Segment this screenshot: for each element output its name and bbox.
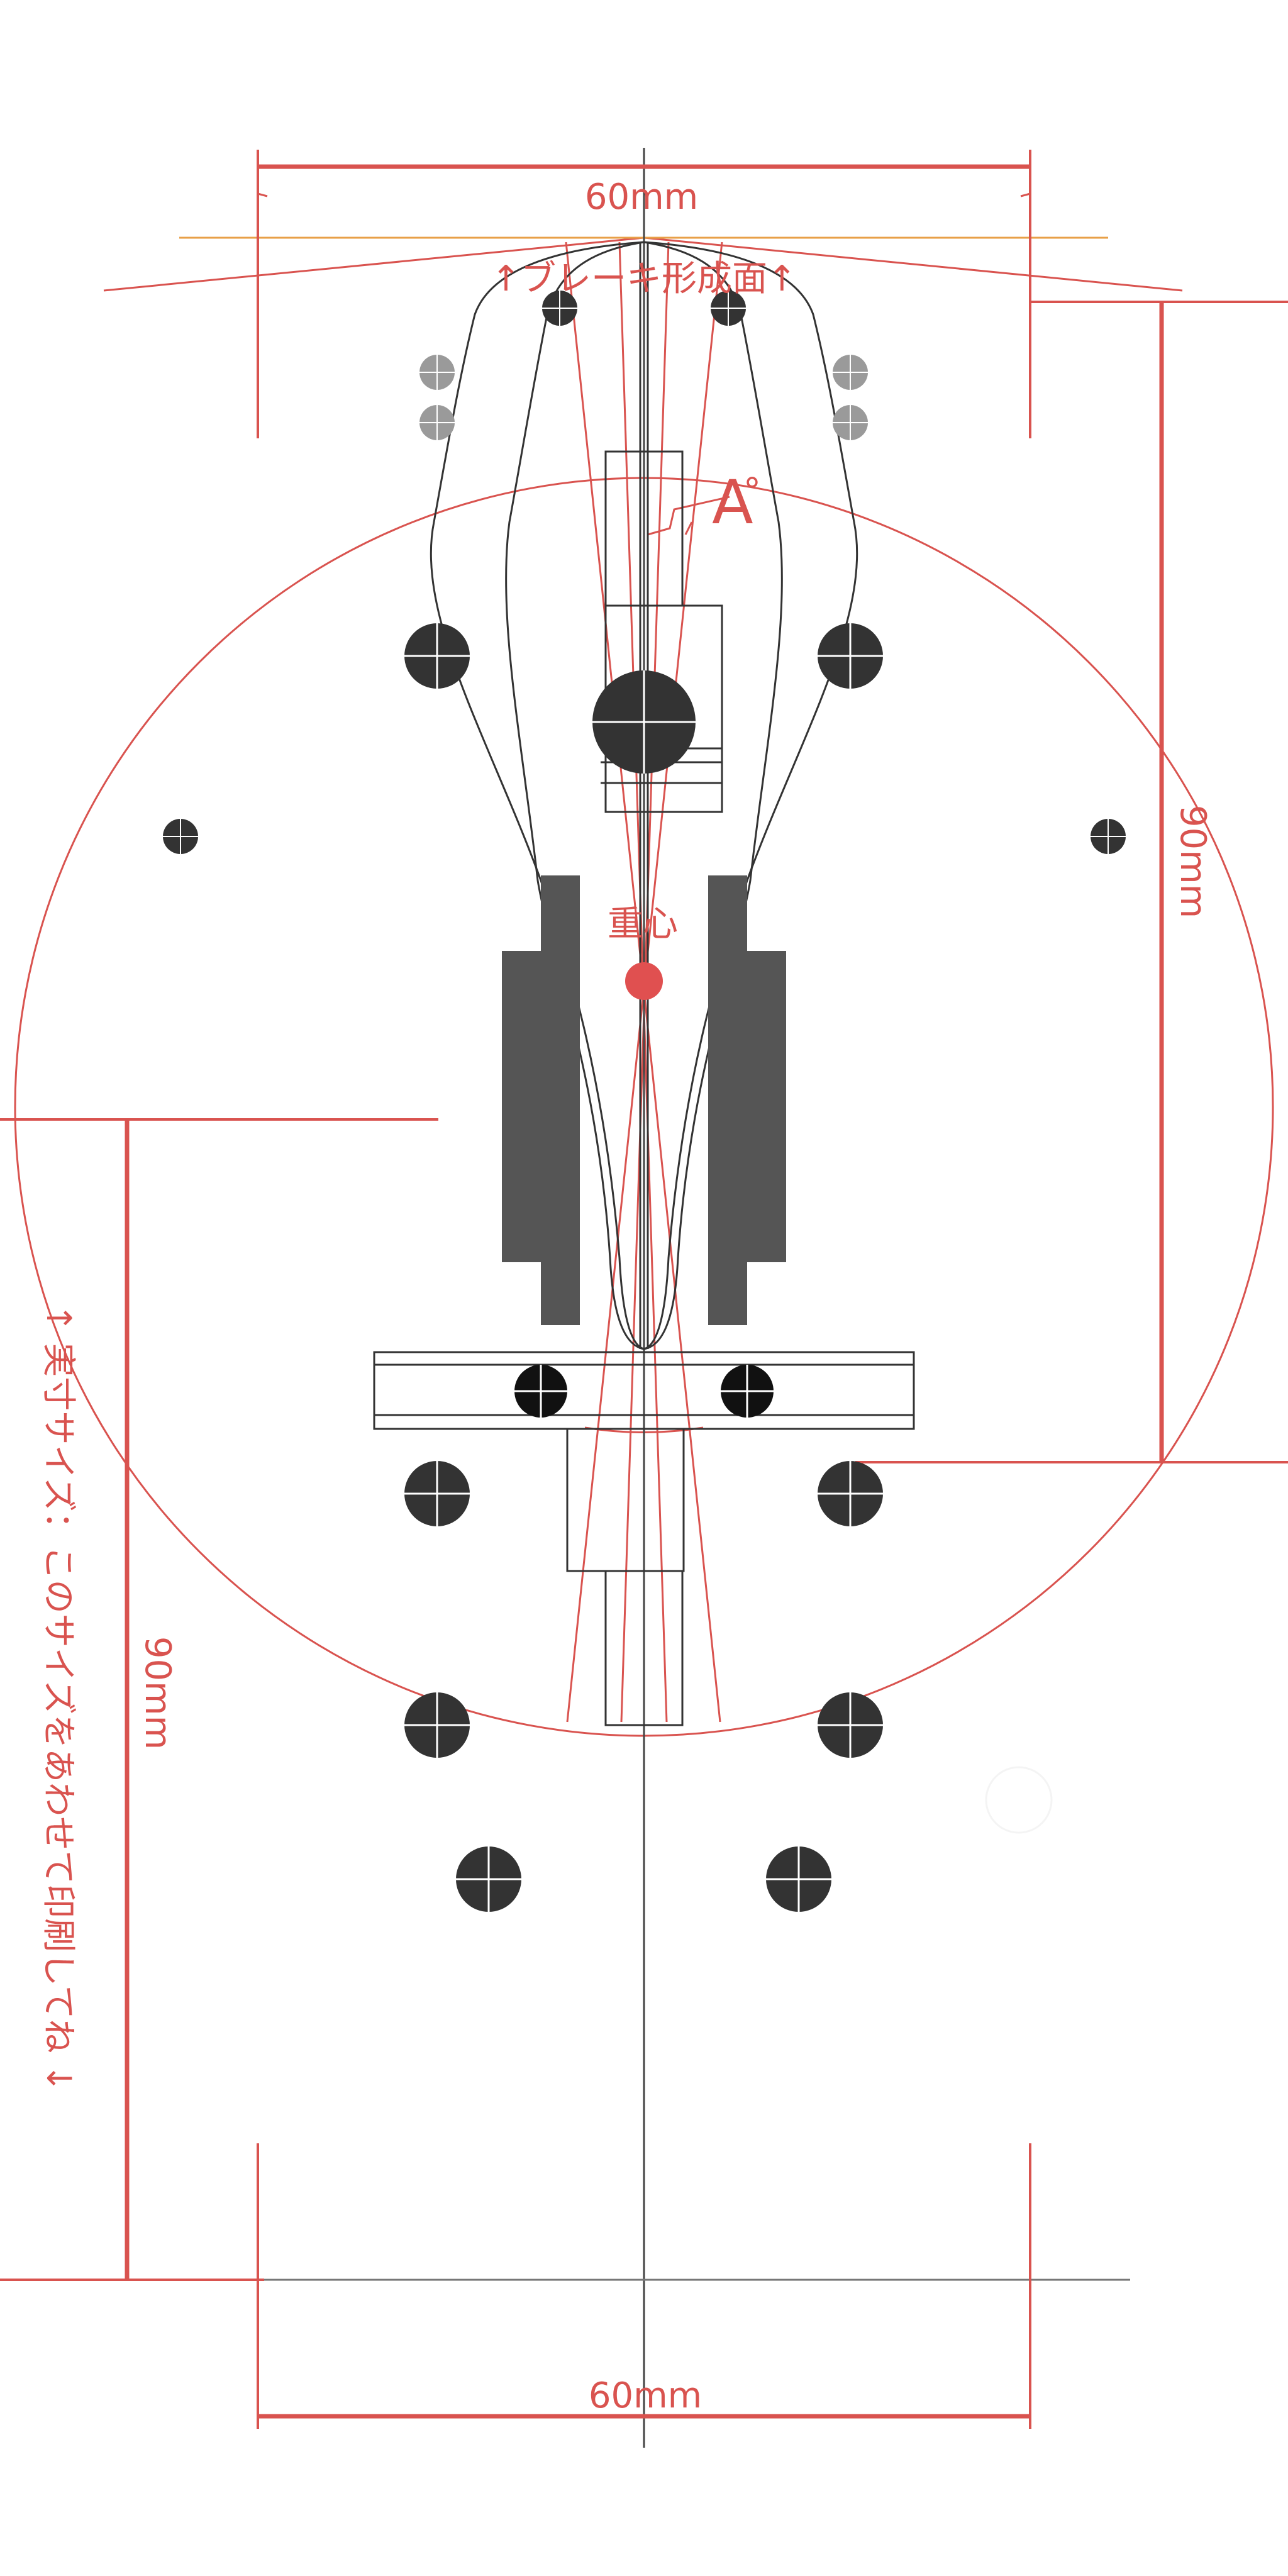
hole-rear-right xyxy=(818,1692,883,1758)
hole-front-left xyxy=(404,623,470,689)
binding-outline xyxy=(373,241,915,1726)
hole-toe-right xyxy=(711,291,746,326)
center-of-gravity-dot xyxy=(625,962,663,1000)
hole-side-left xyxy=(163,819,198,854)
hole-grey-3 xyxy=(833,355,868,390)
hole-toe-left xyxy=(542,291,577,326)
rail-right xyxy=(708,951,786,1262)
brake-surface-label: ↑ブレーキ形成面↑ xyxy=(491,258,797,299)
hole-center-large xyxy=(592,670,696,774)
dimension-top xyxy=(257,150,1031,438)
hole-mid-right xyxy=(818,1461,883,1526)
print-size-note: ↑ 実寸サイズ：このサイズをあわせて印刷してね ↓ xyxy=(39,1304,79,2092)
hole-heel-right xyxy=(721,1365,774,1418)
rail-left xyxy=(502,951,580,1262)
rail-left-upper xyxy=(541,875,580,951)
hole-rear-left xyxy=(404,1692,470,1758)
top-width-label: 60mm xyxy=(585,177,698,218)
hole-grey-4 xyxy=(833,405,868,440)
angle-marker xyxy=(647,496,730,536)
rail-right-lower xyxy=(708,1262,747,1325)
hole-grey-1 xyxy=(419,355,455,390)
angle-label: A xyxy=(712,467,753,538)
dimension-right xyxy=(855,301,1288,1463)
angle-tick xyxy=(684,521,693,535)
inner-outline xyxy=(505,241,783,1350)
hole-tail-right xyxy=(766,1846,831,1912)
side-rails xyxy=(502,875,786,1325)
tangent-line-right xyxy=(643,236,1183,292)
heel-slot xyxy=(604,1570,684,1726)
angle-unit: ° xyxy=(743,471,761,512)
dimension-bottom xyxy=(257,2143,1031,2429)
dimension-left xyxy=(0,1118,438,2281)
center-of-gravity-label: 重心 xyxy=(608,904,678,945)
hole-mid-left xyxy=(404,1461,470,1526)
bottom-width-label: 60mm xyxy=(589,2375,702,2416)
ghost-hole xyxy=(985,1766,1053,1834)
tangent-line-left xyxy=(103,236,645,292)
left-height-label: 90mm xyxy=(137,1636,178,1750)
hole-grey-2 xyxy=(419,405,455,440)
hole-side-right xyxy=(1091,819,1126,854)
rail-right-upper xyxy=(708,875,747,951)
hole-front-right xyxy=(818,623,883,689)
right-height-label: 90mm xyxy=(1172,805,1213,918)
rail-left-lower xyxy=(541,1262,580,1325)
screw-holes xyxy=(163,291,1126,1912)
hole-heel-left xyxy=(514,1365,567,1418)
hole-tail-left xyxy=(456,1846,521,1912)
